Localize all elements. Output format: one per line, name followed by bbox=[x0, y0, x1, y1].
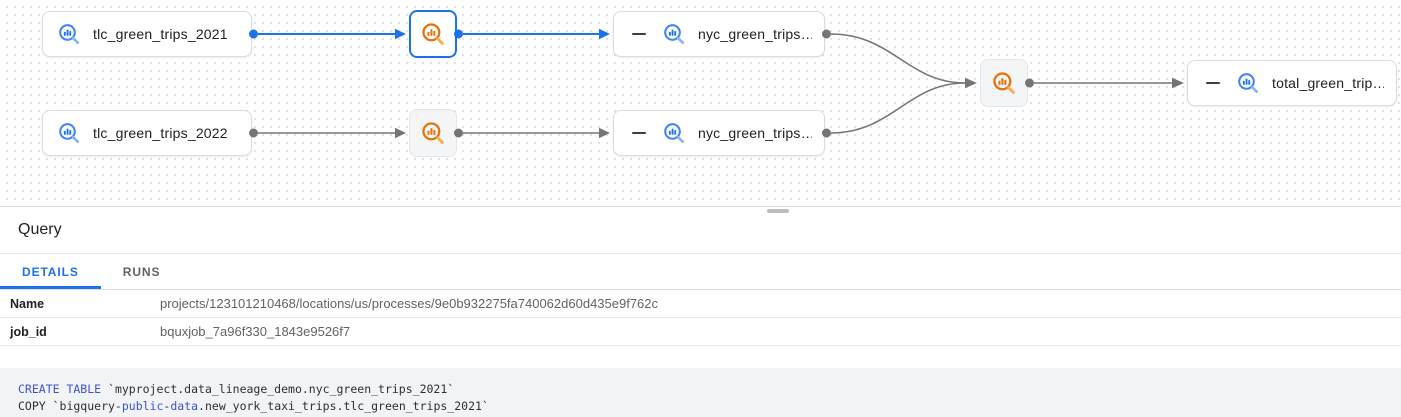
sql-code-block: CREATE TABLE `myproject.data_lineage_dem… bbox=[0, 368, 1401, 417]
bigquery-table-icon bbox=[662, 121, 686, 145]
panel-resize-handle[interactable] bbox=[767, 209, 789, 213]
bigquery-table-icon bbox=[662, 22, 686, 46]
field-jobid-value: bquxjob_7a96f330_1843e9526f7 bbox=[160, 317, 1401, 346]
panel-tabbar: DETAILS RUNS bbox=[0, 254, 1401, 290]
tab-runs[interactable]: RUNS bbox=[122, 264, 161, 279]
node-label: nyc_green_trips… bbox=[698, 125, 812, 141]
panel-title: Query bbox=[18, 221, 62, 238]
collapse-minus-icon[interactable] bbox=[632, 33, 646, 35]
bigquery-table-icon bbox=[57, 22, 81, 46]
sql-keyword: CREATE TABLE bbox=[18, 382, 102, 396]
process-node-2[interactable] bbox=[409, 109, 457, 157]
table-node-tlc-green-trips-2021[interactable]: tlc_green_trips_2021 bbox=[42, 11, 252, 57]
bigquery-process-icon bbox=[991, 70, 1017, 96]
bigquery-table-icon bbox=[57, 121, 81, 145]
tab-details[interactable]: DETAILS bbox=[0, 254, 101, 289]
panel-header: Query bbox=[0, 207, 1401, 254]
table-node-nyc-green-trips-2022[interactable]: nyc_green_trips… bbox=[613, 110, 825, 156]
collapse-minus-icon[interactable] bbox=[632, 132, 646, 134]
sql-text: - bbox=[163, 399, 171, 413]
table-node-nyc-green-trips-2021[interactable]: nyc_green_trips… bbox=[613, 11, 825, 57]
field-name-label: Name bbox=[0, 290, 160, 318]
sql-text: `myproject.data_lineage_demo.nyc_green_t… bbox=[101, 382, 455, 396]
bigquery-table-icon bbox=[1236, 71, 1260, 95]
node-label: tlc_green_trips_2021 bbox=[93, 26, 228, 42]
table-row: job_id bquxjob_7a96f330_1843e9526f7 bbox=[0, 317, 1401, 346]
node-label: nyc_green_trips… bbox=[698, 26, 812, 42]
bigquery-process-icon bbox=[420, 120, 446, 146]
node-label: total_green_trip… bbox=[1272, 75, 1384, 91]
bigquery-process-icon bbox=[420, 21, 446, 47]
sql-text: .new_york_taxi_trips.tlc_green_trips_202… bbox=[198, 399, 489, 413]
node-label: tlc_green_trips_2022 bbox=[93, 125, 228, 141]
sql-text: COPY `bigquery- bbox=[18, 399, 122, 413]
table-node-tlc-green-trips-2022[interactable]: tlc_green_trips_2022 bbox=[42, 110, 252, 156]
process-node-selected[interactable] bbox=[409, 10, 457, 58]
table-node-total-green-trips[interactable]: total_green_trip… bbox=[1187, 60, 1397, 106]
sql-keyword: public bbox=[121, 399, 164, 413]
process-node-merge[interactable] bbox=[980, 59, 1028, 107]
field-jobid-label: job_id bbox=[0, 317, 160, 346]
sql-keyword: data bbox=[170, 399, 199, 413]
sql-line-1: CREATE TABLE `myproject.data_lineage_dem… bbox=[18, 381, 1401, 398]
lineage-canvas[interactable]: tlc_green_trips_2021 tlc_green_trips_202… bbox=[0, 0, 1401, 207]
table-row: Name projects/123101210468/locations/us/… bbox=[0, 290, 1401, 318]
field-name-value: projects/123101210468/locations/us/proce… bbox=[160, 290, 1401, 318]
sql-line-2: COPY `bigquery-public-data.new_york_taxi… bbox=[18, 398, 1401, 415]
collapse-minus-icon[interactable] bbox=[1206, 82, 1220, 84]
details-table: Name projects/123101210468/locations/us/… bbox=[0, 290, 1401, 346]
